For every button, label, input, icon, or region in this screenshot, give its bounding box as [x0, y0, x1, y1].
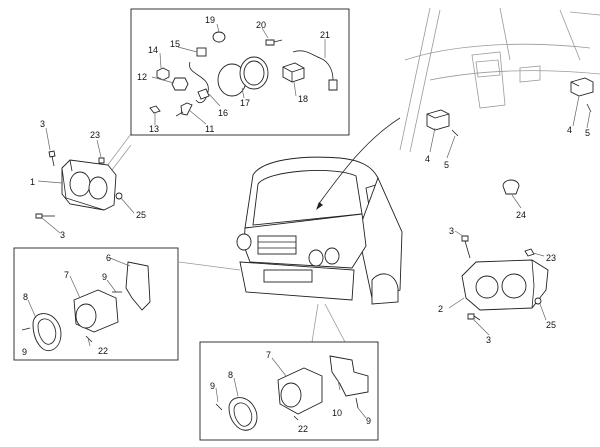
callout-3-right-bottom: 3 [486, 335, 491, 345]
callout-22-left: 22 [98, 346, 108, 356]
screw-part-22a [85, 335, 93, 343]
callout-18: 18 [298, 94, 308, 104]
inset-connector-lines [106, 133, 346, 343]
callout-21: 21 [320, 30, 330, 40]
leader-lines [27, 23, 591, 419]
screw-part-5a [451, 129, 459, 137]
callout-3-left-top: 3 [40, 119, 45, 129]
nut-part-25a [115, 192, 123, 200]
callout-7-left: 7 [64, 270, 69, 280]
callout-9-center-left: 9 [210, 381, 215, 391]
inset-foglamp-left-box [13, 247, 179, 361]
callout-13: 13 [149, 124, 159, 134]
callout-14: 14 [148, 45, 158, 55]
switch-part-4a [426, 109, 450, 131]
bolt-part-3d [467, 313, 475, 320]
callout-9-center-right: 9 [366, 416, 371, 426]
callout-19: 19 [205, 15, 215, 25]
callout-3-left-bottom: 3 [60, 230, 65, 240]
cable-part-21 [292, 50, 334, 81]
callout-3-right-top: 3 [449, 226, 454, 236]
pointer-arrow [317, 117, 401, 206]
inset-wiring-box [130, 8, 350, 136]
nut-part-25b [534, 297, 542, 305]
bolt-part-3c [461, 235, 469, 242]
callout-6: 6 [106, 253, 111, 263]
callout-25-right: 25 [546, 320, 556, 330]
switch-part-4b [570, 77, 594, 97]
terminal-part-20 [265, 39, 275, 46]
van-front-view [236, 156, 403, 305]
screw-part-9c [215, 403, 223, 411]
cap-part-19 [212, 31, 226, 43]
bolt-part-3b [35, 213, 43, 219]
relay-part-18 [282, 62, 305, 83]
callout-22-center: 22 [298, 424, 308, 434]
callout-2: 2 [438, 304, 443, 314]
screw-part-5b [586, 103, 592, 113]
callout-5-cabin-right: 5 [585, 128, 590, 138]
callout-15: 15 [170, 39, 180, 49]
screw-part-22b [293, 415, 299, 421]
callout-23-right: 23 [546, 253, 556, 263]
nut-part-14 [156, 67, 170, 81]
bulb-part-13 [149, 105, 161, 114]
left-headlamp-assembly [61, 159, 117, 211]
callout-23-left: 23 [90, 130, 100, 140]
callout-9-left-bottom: 9 [22, 347, 27, 357]
callout-4-cabin-right: 4 [567, 125, 572, 135]
cabin-interior-view [399, 7, 600, 153]
bezel-part-8b [228, 397, 258, 431]
callout-1: 1 [30, 177, 35, 187]
right-headlamp-assembly [461, 259, 549, 311]
connector-part-15 [196, 47, 207, 57]
callout-8-left: 8 [23, 292, 28, 302]
callout-labels: 19 20 14 15 21 12 16 17 18 13 11 3 23 1 … [22, 15, 590, 434]
callout-8-center: 8 [228, 370, 233, 380]
callout-10: 10 [332, 408, 342, 418]
callout-4-cabin-left: 4 [425, 154, 430, 164]
callout-25-left: 25 [136, 210, 146, 220]
callout-12: 12 [137, 72, 147, 82]
arrow-head [316, 202, 323, 210]
clip-part-23b [524, 248, 535, 257]
harness-part-16 [189, 61, 209, 104]
screw-part-9b [21, 327, 31, 331]
bulb-part-24 [502, 179, 520, 195]
socket-part-12 [171, 77, 189, 91]
callout-7-center: 7 [266, 350, 271, 360]
bracket-part-10 [329, 355, 369, 397]
bolt-part-3a [48, 150, 56, 158]
screw-part-9d [355, 397, 359, 409]
callout-24: 24 [516, 210, 526, 220]
callout-20: 20 [256, 20, 266, 30]
clip-part-23a [98, 157, 105, 164]
callout-11: 11 [205, 124, 214, 134]
callout-16: 16 [218, 108, 228, 118]
callout-17: 17 [240, 98, 250, 108]
callout-5-cabin-left: 5 [444, 160, 449, 170]
bracket-part-6 [125, 261, 151, 311]
inset-foglamp-right-box [199, 341, 379, 441]
callout-9-left-top: 9 [102, 272, 107, 282]
